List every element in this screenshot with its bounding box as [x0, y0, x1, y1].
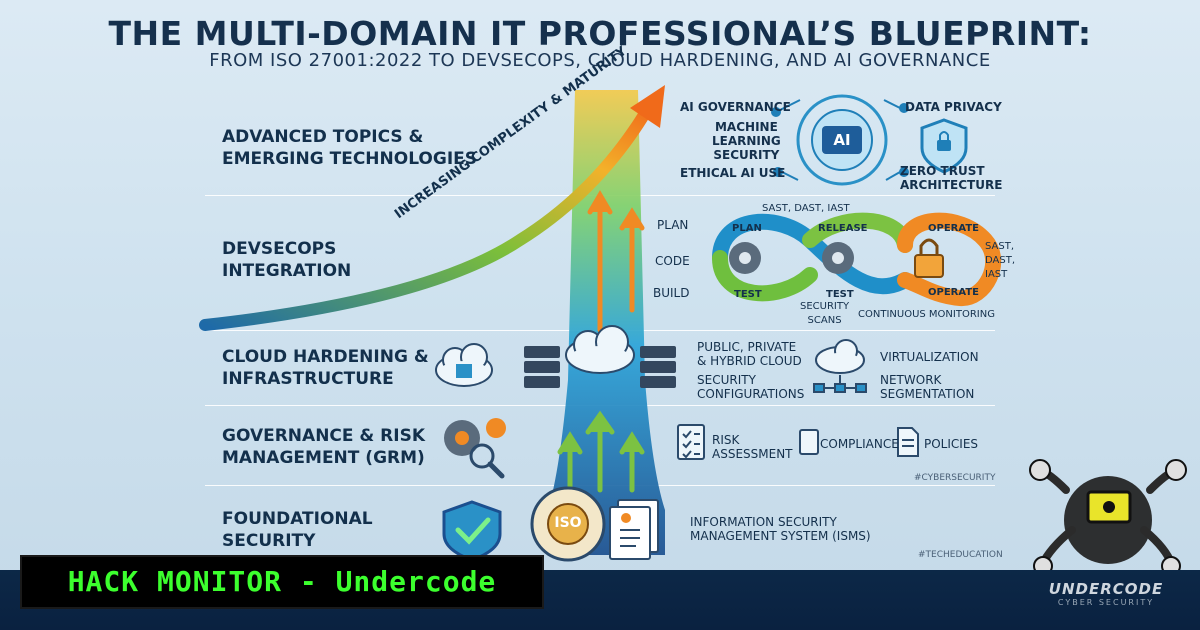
loop-operate-bottom-label: OPERATE — [928, 287, 979, 298]
layer-cloud-label: CLOUD HARDENING & INFRASTRUCTURE — [222, 347, 429, 389]
cybersecurity-tag: #CYBERSECURITY — [914, 473, 996, 483]
continuous-monitoring-label: CONTINUOUS MONITORING — [858, 309, 995, 320]
checklist-icon — [677, 424, 705, 460]
lock-icon — [914, 238, 944, 278]
virtualization-label: VIRTUALIZATION — [880, 350, 979, 364]
ethical-ai-label: ETHICAL AI USE — [680, 166, 786, 180]
isms-label: INFORMATION SECURITY MANAGEMENT SYSTEM (… — [690, 515, 871, 543]
build-label: BUILD — [653, 286, 690, 300]
cloud-puzzle-icon — [435, 343, 493, 387]
sast-top-label: SAST, DAST, IAST — [762, 203, 850, 214]
layer-devsecops-label: DEVSECOPS INTEGRATION — [222, 239, 352, 281]
ml-security-label: MACHINE LEARNING SECURITY — [712, 120, 781, 162]
loop-operate-top-label: OPERATE — [928, 223, 979, 234]
network-segmentation-label: NETWORK SEGMENTATION — [880, 373, 975, 401]
privacy-shield-icon — [920, 118, 968, 174]
risk-assessment-label: RISK ASSESSMENT — [712, 433, 793, 461]
ai-governance-label: AI GOVERNANCE — [680, 100, 791, 114]
server-stack-left — [524, 346, 560, 388]
security-configurations-label: SECURITY CONFIGURATIONS — [697, 373, 805, 401]
policies-label: POLICIES — [924, 437, 979, 451]
undercode-logo-icon — [1029, 459, 1187, 576]
plan-label: PLAN — [657, 218, 689, 232]
hack-monitor-banner: HACK MONITOR - Undercode — [20, 555, 544, 609]
compliance-icon — [799, 429, 819, 455]
techeducation-tag: #TECHEDUCATION — [918, 550, 1003, 560]
iso-seal-icon — [530, 486, 606, 562]
iso-seal-label: ISO — [554, 515, 582, 531]
compliance-label: COMPLIANCE — [820, 437, 899, 451]
growth-arrow — [199, 99, 656, 331]
ai-chip — [822, 126, 862, 154]
loop-plan-label: PLAN — [732, 223, 762, 234]
documents-icon — [609, 499, 659, 560]
shield-check-icon — [442, 500, 502, 562]
zero-trust-label: ZERO TRUST ARCHITECTURE — [900, 164, 1003, 192]
loop-release-label: RELEASE — [818, 223, 868, 234]
gear-icon — [729, 242, 761, 274]
page-subtitle: FROM ISO 27001:2022 TO DEVSECOPS, CLOUD … — [209, 50, 991, 71]
loop-test-left-label: TEST — [734, 289, 762, 300]
undercode-logo-name: UNDERCODE — [1048, 580, 1164, 598]
undercode-logo-sub: CYBER SECURITY — [1057, 598, 1155, 607]
hybrid-cloud-label: PUBLIC, PRIVATE & HYBRID CLOUD — [697, 340, 802, 368]
gear-search-icon — [444, 418, 506, 479]
data-privacy-label: DATA PRIVACY — [905, 100, 1002, 114]
layer-foundation-label: FOUNDATIONAL SECURITY — [222, 509, 373, 551]
layer-grm-label: GOVERNANCE & RISK MANAGEMENT (GRM) — [222, 426, 426, 468]
security-scans-label: SECURITY SCANS — [800, 301, 850, 326]
ai-chip-label: AI — [833, 131, 851, 149]
devsecops-loop — [712, 212, 1002, 306]
code-label: CODE — [655, 254, 690, 268]
sast-right-label: SAST, DAST, IAST — [985, 241, 1015, 280]
virtual-cloud-icon — [815, 339, 865, 374]
growth-arrow-head — [630, 85, 665, 128]
loop-test-right-label: TEST — [826, 289, 854, 300]
page-title: THE MULTI-DOMAIN IT PROFESSIONAL’S BLUEP… — [108, 14, 1092, 53]
policies-icon — [897, 427, 919, 457]
cloud-icon — [565, 325, 635, 374]
tower-arrows — [557, 190, 645, 493]
server-stack-right — [640, 346, 676, 388]
network-icon — [813, 375, 867, 393]
gear-icon — [822, 242, 854, 274]
layer-advanced-label: ADVANCED TOPICS & EMERGING TECHNOLOGIES — [222, 127, 478, 169]
